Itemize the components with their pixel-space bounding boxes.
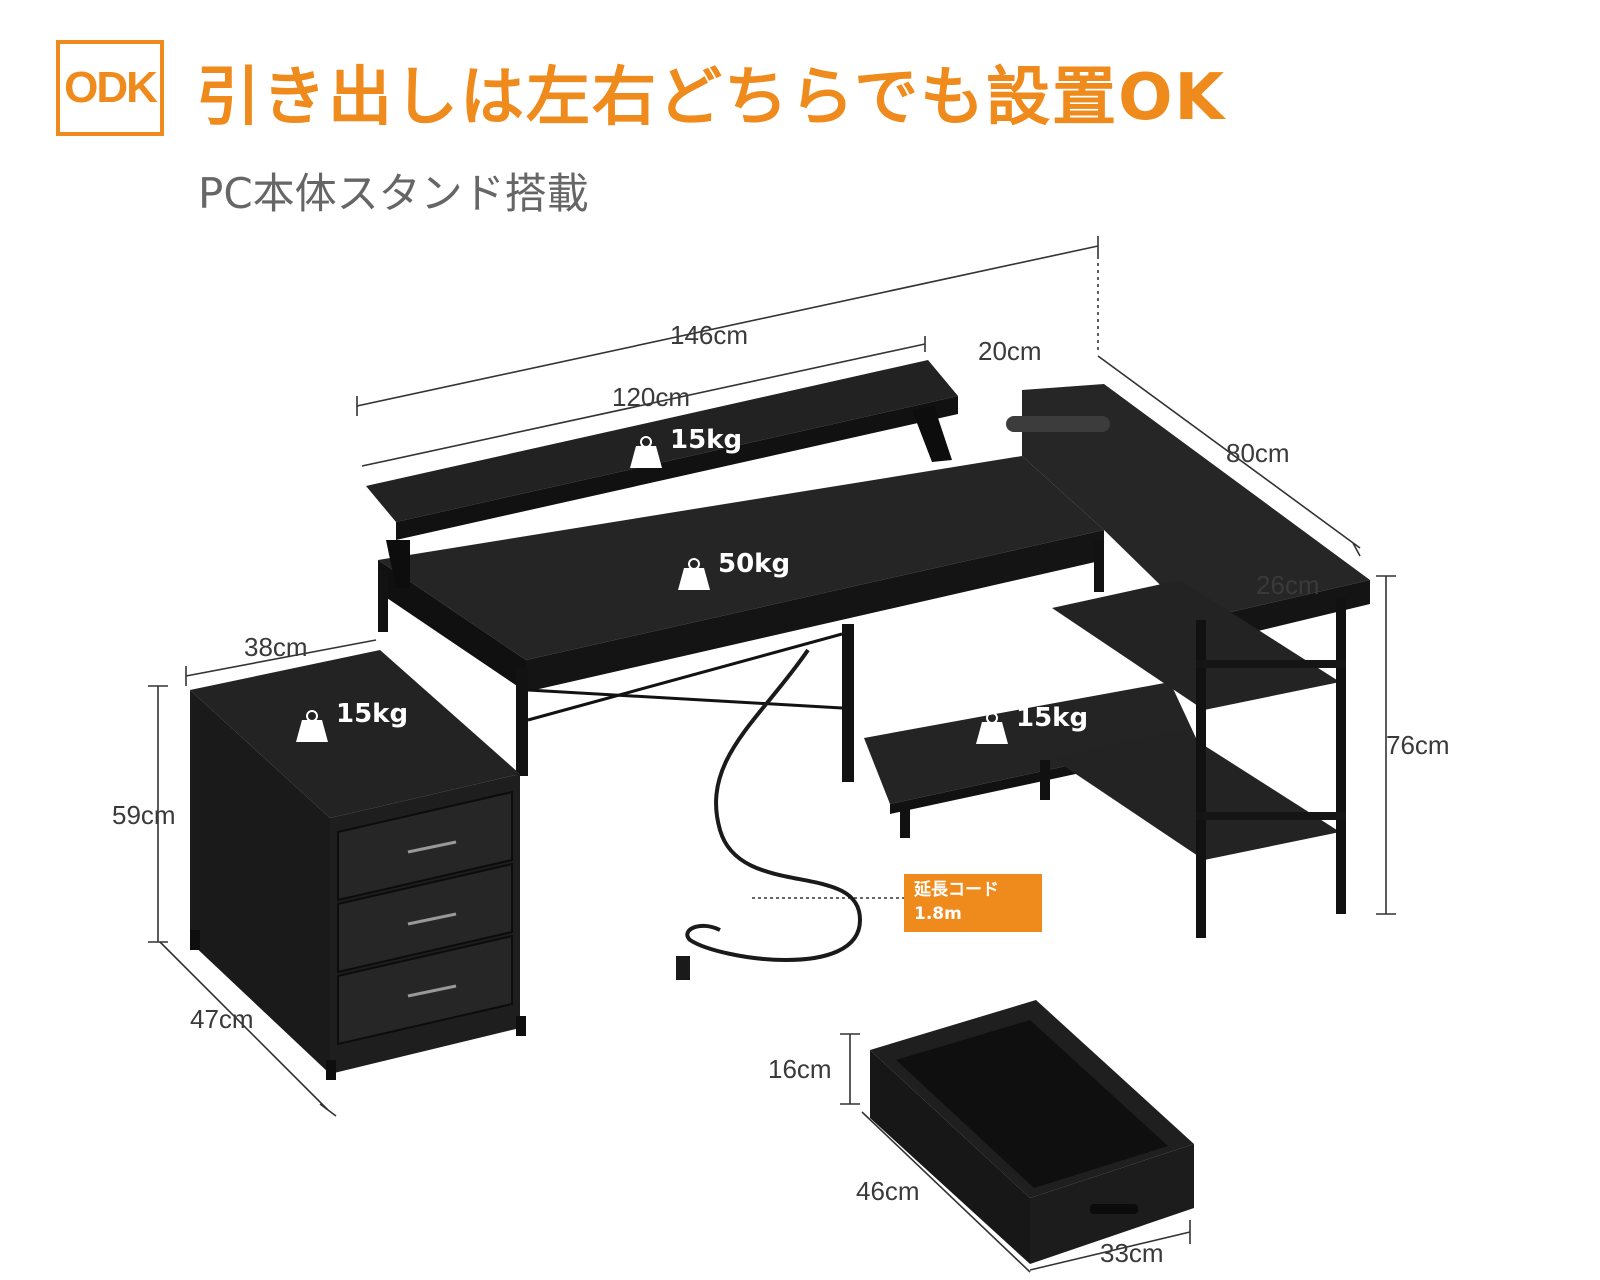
monitor-shelf-width-label: 120cm — [612, 382, 690, 412]
drawer-cabinet — [190, 650, 526, 1080]
cabinet-depth-label: 47cm — [190, 1004, 254, 1034]
monitor-shelf — [366, 360, 958, 588]
dimension-lines — [148, 236, 1396, 1273]
monitor-shelf-depth-label: 20cm — [978, 336, 1042, 366]
weight-icon — [678, 558, 710, 590]
weight-icon — [296, 710, 328, 742]
total-width-label: 146cm — [670, 320, 748, 350]
cabinet-load: 15kg — [336, 699, 408, 729]
cord-label-line1: 延長コード — [914, 880, 999, 900]
extension-cord — [685, 648, 863, 962]
dimension-labels: 146cm 120cm 20cm 80cm 26cm 76cm 38cm 59c… — [112, 320, 1450, 1268]
desktop-load: 50kg — [718, 549, 790, 579]
cabinet-width-label: 38cm — [244, 632, 308, 662]
shelf-depth-label: 26cm — [1256, 570, 1320, 600]
weight-icon — [976, 712, 1008, 744]
fabric-drawer — [870, 1000, 1194, 1264]
drawer-height-label: 16cm — [768, 1054, 832, 1084]
weight-icon — [630, 436, 662, 468]
desk-legs — [378, 540, 1104, 782]
desk-top — [378, 384, 1370, 692]
drawer-depth-label: 46cm — [856, 1176, 920, 1206]
page-subtitle: PC本体スタンド搭載 — [198, 169, 589, 218]
cord-plug — [676, 956, 690, 980]
page-title: 引き出しは左右どちらでも設置OK — [196, 61, 1227, 135]
brand-logo: ODK — [56, 40, 164, 136]
monitor-shelf-load: 15kg — [670, 425, 742, 455]
pc-stand-load: 15kg — [1016, 703, 1088, 733]
desk-crossbar — [527, 632, 843, 722]
cord-label-line2: 1.8m — [914, 904, 962, 924]
desk-height-label: 76cm — [1386, 730, 1450, 760]
drawer-width-label: 33cm — [1100, 1238, 1164, 1268]
cabinet-height-label: 59cm — [112, 800, 176, 830]
side-shelf-unit — [1052, 580, 1346, 938]
cord-label: 延長コード 1.8m — [904, 874, 1042, 932]
side-length-label: 80cm — [1226, 438, 1290, 468]
load-labels: 15kg 50kg 15kg 15kg — [296, 425, 1088, 744]
